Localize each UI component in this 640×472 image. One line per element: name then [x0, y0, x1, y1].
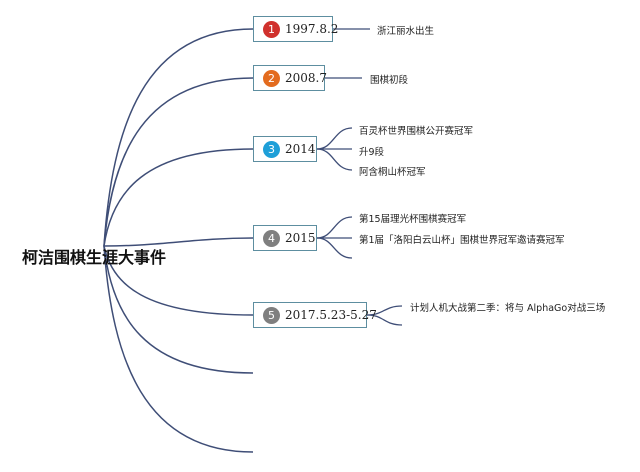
connector-leaf-4-1: [316, 216, 353, 239]
event-date-5: 2017.5.23-5.27: [285, 308, 377, 322]
event-node-4[interactable]: 4 2015: [253, 225, 317, 251]
event-node-3[interactable]: 3 2014: [253, 136, 317, 162]
connector-branch-4: [103, 237, 254, 247]
connector-leaf-3-3: [316, 148, 353, 171]
event-detail-1-1: 浙江丽水出生: [377, 26, 435, 37]
event-detail-3-3: 阿含桐山杯冠军: [359, 167, 426, 178]
event-node-2[interactable]: 2 2008.7: [253, 65, 327, 91]
connector-branch-5: [103, 245, 254, 316]
connector-branch-7: [103, 245, 254, 453]
event-detail-2-1: 围棋初段: [370, 75, 409, 86]
connector-leaf-5-2: [366, 314, 403, 326]
connector-leaf-3-1: [316, 127, 353, 150]
event-detail-4-2: 第1届「洛阳白云山杯」围棋世界冠军邀请赛冠军: [359, 235, 565, 246]
number-badge-2: 2: [263, 69, 280, 87]
event-date-2: 2008.7: [285, 71, 327, 85]
event-date-1: 1997.8.2: [285, 22, 339, 36]
connector-branch-1: [103, 28, 254, 247]
event-detail-3-2: 升9段: [359, 147, 385, 158]
event-detail-4-1: 第15届理光杯围棋赛冠军: [359, 214, 467, 225]
event-detail-5-1: 计划人机大战第二季：将与 AlphaGo对战三场: [410, 303, 606, 314]
number-badge-4: 4: [263, 229, 280, 247]
connector-branch-3: [103, 148, 254, 247]
root-topic: 柯洁围棋生涯大事件: [22, 248, 167, 267]
number-badge-1: 1: [263, 20, 280, 38]
event-node-5[interactable]: 5 2017.5.23-5.27: [253, 302, 377, 328]
connector-leaf-4-3: [316, 237, 353, 259]
number-badge-5: 5: [263, 306, 280, 324]
number-badge-3: 3: [263, 140, 280, 158]
connector-branch-6: [103, 245, 254, 374]
event-date-3: 2014: [285, 142, 316, 156]
connector-branch-2: [103, 77, 254, 247]
event-date-4: 2015: [285, 231, 316, 245]
event-node-1[interactable]: 1 1997.8.2: [253, 16, 338, 42]
event-detail-3-1: 百灵杯世界围棋公开赛冠军: [359, 126, 474, 137]
